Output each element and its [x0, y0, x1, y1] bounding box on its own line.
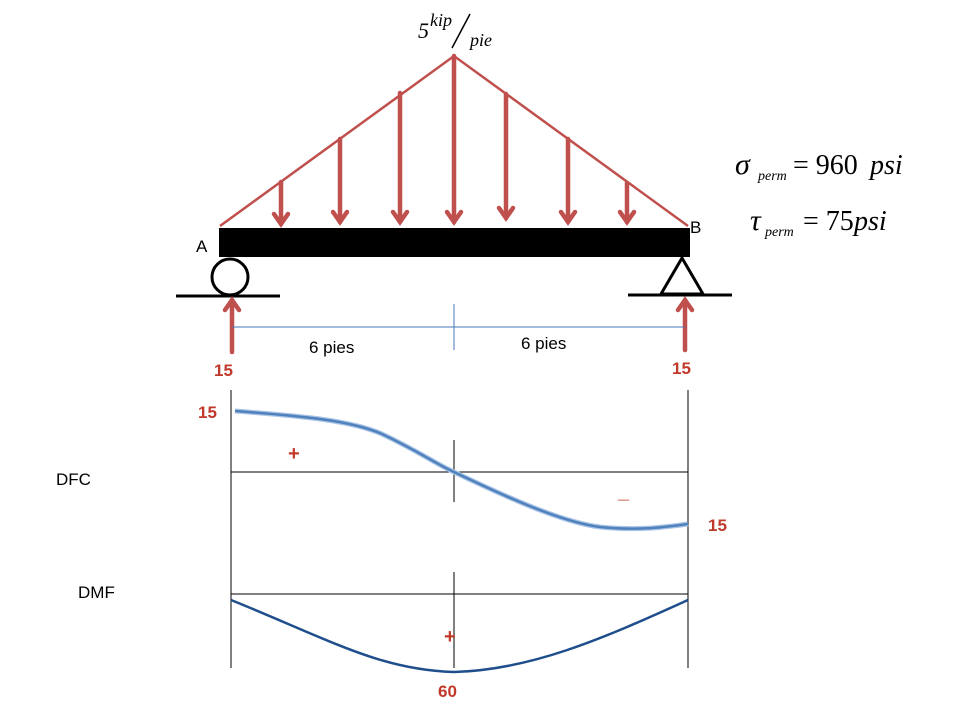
dfc-label: DFC	[56, 470, 91, 489]
distributed-load-arrows	[271, 53, 637, 228]
span-right-label: 6 pies	[521, 334, 566, 353]
sigma-value: = 960	[793, 150, 858, 181]
beam	[219, 228, 690, 257]
load-arrow	[558, 136, 578, 226]
load-arrow	[330, 136, 350, 226]
load-unit-slash	[451, 13, 471, 49]
reaction-value-a: 15	[214, 361, 233, 380]
load-magnitude: 5 kip pie	[418, 10, 492, 50]
shear-left-value: 15	[198, 403, 217, 422]
tau-subscript: perm	[764, 225, 794, 240]
sigma-unit: psi	[868, 150, 903, 181]
load-magnitude-number: 5	[418, 18, 429, 43]
span-left-label: 6 pies	[309, 338, 354, 357]
shear-negative-sign: _	[617, 481, 630, 503]
tau-symbol: τ	[750, 204, 762, 237]
moment-curve	[230, 598, 689, 674]
reaction-arrow-a	[222, 296, 242, 355]
moment-max-value: 60	[438, 682, 457, 701]
shear-curve	[234, 409, 689, 530]
dmf-label: DMF	[78, 583, 115, 602]
shear-positive-sign: +	[288, 443, 300, 465]
load-arrow	[390, 90, 410, 226]
reaction-arrows	[222, 296, 695, 355]
load-arrow	[496, 91, 516, 222]
dimension-line	[232, 304, 685, 350]
shear-curve-glow	[234, 408, 689, 532]
moment-positive-sign: +	[444, 626, 456, 648]
support-label-a: A	[196, 237, 208, 256]
load-arrow	[617, 180, 637, 226]
tau-unit: psi	[852, 206, 887, 237]
sigma-subscript: perm	[757, 169, 787, 184]
support-label-b: B	[690, 218, 701, 237]
pin-support-b	[628, 255, 732, 297]
shear-right-value: 15	[708, 516, 727, 535]
diagram-boundaries	[230, 390, 689, 668]
reaction-arrow-b	[675, 296, 695, 353]
reaction-value-b: 15	[672, 359, 691, 378]
moment-diagram	[230, 572, 689, 674]
tau-value: = 75	[803, 206, 854, 237]
sigma-formula: σ perm = 960 psi	[735, 148, 903, 184]
load-unit-denominator: pie	[468, 30, 492, 50]
sigma-symbol: σ	[735, 148, 751, 181]
load-arrow	[444, 53, 464, 226]
load-arrow	[271, 179, 291, 228]
roller-support-a	[176, 257, 280, 298]
tau-formula: τ perm = 75 psi	[750, 204, 887, 240]
load-unit-numerator: kip	[430, 10, 452, 30]
shear-diagram	[231, 408, 689, 532]
